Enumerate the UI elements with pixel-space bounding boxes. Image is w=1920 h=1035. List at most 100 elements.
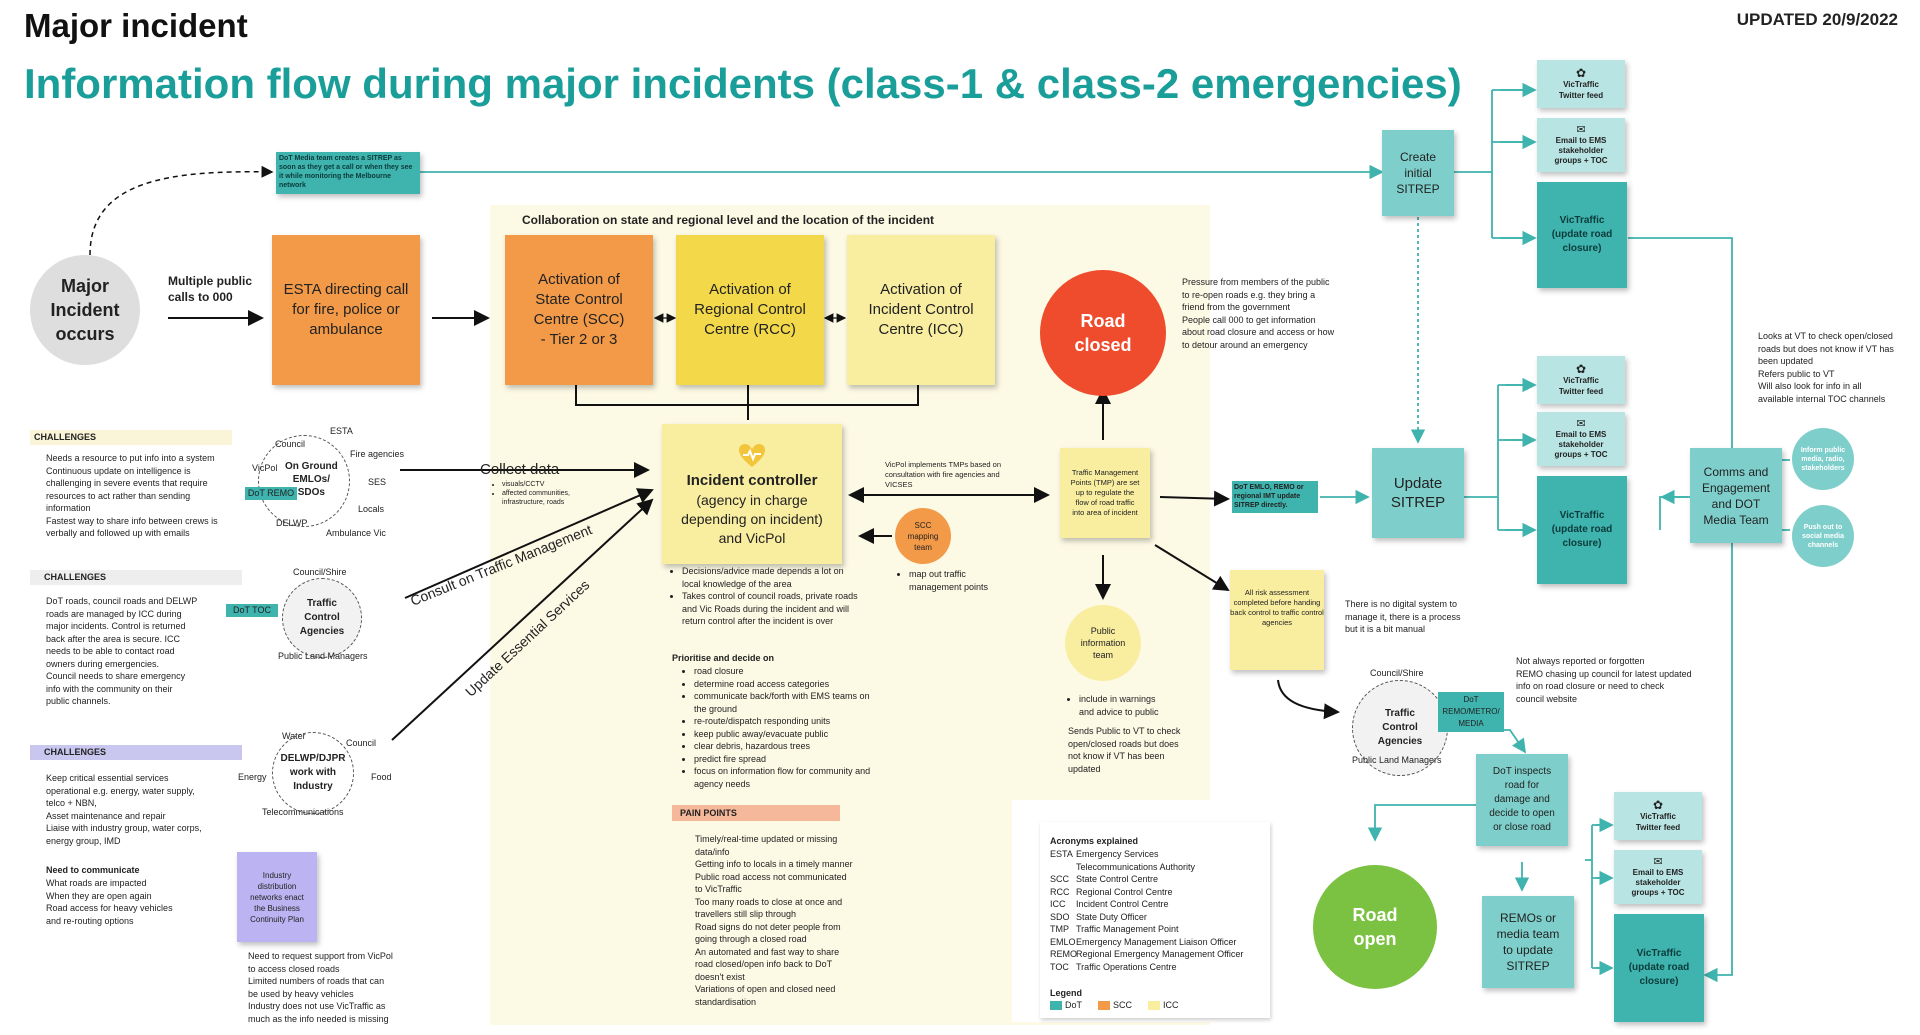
major-incident-node: Major Incident occurs	[30, 255, 140, 365]
ses-label: SES	[368, 477, 387, 487]
delwp-label: DELWP	[276, 518, 308, 528]
create-sitrep-note: Create initial SITREP	[1382, 130, 1454, 216]
legend: DoT SCC ICC	[1050, 1000, 1179, 1011]
rcc-note: Activation of Regional Control Centre (R…	[676, 235, 824, 385]
twitter-icon: ✿	[1575, 362, 1587, 376]
email-icon: ✉	[1576, 123, 1586, 136]
collaboration-title: Collaboration on state and regional leve…	[522, 213, 935, 227]
food-label: Food	[371, 772, 392, 782]
acronyms-title: Acronyms explained	[1050, 836, 1139, 846]
tca2-bottom-label: Public Land Managers	[1352, 755, 1442, 765]
locals-label: Locals	[358, 504, 385, 514]
vicpol-label: VicPol	[252, 463, 278, 473]
vt-update-note-3: VicTraffic (update road closure)	[1614, 914, 1704, 1022]
legend-title: Legend	[1050, 988, 1083, 998]
dot-inspects-note: DoT inspects road for damage and decide …	[1476, 754, 1568, 846]
vicpol-tmp-text: VicPol implements TMPs based on consulta…	[885, 460, 1002, 489]
no-digital-text: There is no digital system to manage it,…	[1345, 599, 1461, 634]
collect-data-label: Collect data	[480, 461, 560, 478]
prioritise-list: road closure determine road access categ…	[680, 665, 874, 790]
esta-label: ESTA	[330, 426, 353, 436]
dot-media-note: DoT Media team creates a SITREP as soon …	[276, 152, 420, 194]
vicpol-support-text: Need to request support from VicPol to a…	[248, 951, 393, 1024]
vt-update-note-1: VicTraffic (update road closure)	[1537, 182, 1627, 288]
challenges1-text: Needs a resource to put info into a syst…	[46, 453, 218, 538]
energy-label: Energy	[238, 772, 267, 782]
sends-public-text: Sends Public to VT to check open/closed …	[1068, 726, 1181, 774]
page-subtitle: Information flow during major incidents …	[24, 60, 1462, 107]
ambulance-label: Ambulance Vic	[326, 528, 386, 538]
dot-remo-tag: DoT REMO	[245, 487, 297, 500]
pain-points-title: PAIN POINTS	[672, 805, 840, 821]
fire-agencies-label: Fire agencies	[350, 449, 405, 459]
tmp-note: Traffic Management Points (TMP) are set …	[1060, 448, 1150, 538]
need-text: What roads are impacted When they are op…	[46, 878, 173, 926]
acronym-box	[1040, 822, 1270, 1018]
email-icon: ✉	[1653, 855, 1663, 868]
delwp-circle: DELWP/DJPR work with Industry	[272, 732, 354, 814]
onground-label: On Ground EMLOs/ SDOs	[285, 461, 338, 498]
comms-note: Comms and Engagement and DOT Media Team	[1690, 448, 1782, 543]
challenges2-text: DoT roads, council roads and DELWP roads…	[46, 596, 198, 706]
email-icon: ✉	[1576, 417, 1586, 430]
looks-at-vt-text: Looks at VT to check open/closed roads b…	[1758, 331, 1894, 404]
legend-icc: ICC	[1148, 1000, 1179, 1011]
public-info-list: include in warnings and advice to public	[1065, 693, 1219, 718]
page-title: Major incident	[24, 7, 248, 44]
industry-note: Industry distribution networks enact the…	[237, 852, 317, 942]
tca2-top-label: Council/Shire	[1370, 668, 1424, 678]
pain-points-text: Timely/real-time updated or missing data…	[695, 834, 853, 1007]
telecom-label: Telecommunications	[262, 807, 344, 817]
esta-note: ESTA directing call for fire, police or …	[272, 235, 420, 385]
twitter-note-3: ✿ VicTraffic Twitter feed	[1614, 792, 1702, 840]
risk-note: All risk assessment completed before han…	[1230, 570, 1324, 670]
decisions-list: Decisions/advice made depends a lot on l…	[668, 565, 862, 628]
twitter-icon: ✿	[1652, 798, 1664, 812]
push-out-node: Push out to social media channels	[1792, 505, 1854, 567]
updated-date: UPDATED 20/9/2022	[1736, 10, 1898, 29]
challenges2-title: CHALLENGES	[30, 570, 242, 585]
vt-update-note-2: VicTraffic (update road closure)	[1537, 476, 1627, 584]
tca-circle: Traffic Control Agencies	[282, 578, 362, 658]
not-always-text: Not always reported or forgotten REMO ch…	[1516, 656, 1692, 704]
dot-emlo-tag: DoT EMLO, REMO or regional IMT update SI…	[1232, 481, 1318, 513]
twitter-icon: ✿	[1575, 66, 1587, 80]
public-info-node: Public information team	[1065, 605, 1141, 681]
prioritise-title: Prioritise and decide on	[672, 653, 775, 663]
water-label: Water	[282, 731, 306, 741]
dot-toc-tag: DoT TOC	[226, 604, 278, 617]
map-out-list: map out traffic management points	[895, 568, 999, 593]
challenges1-title: CHALLENGES	[30, 430, 232, 445]
icc-note: Activation of Incident Control Centre (I…	[847, 235, 995, 385]
inform-public-node: Inform public media, radio, stakeholders	[1792, 428, 1854, 490]
legend-scc: SCC	[1098, 1000, 1132, 1011]
twitter-note-1: ✿ VicTraffic Twitter feed	[1537, 60, 1625, 108]
need-title: Need to communicate	[46, 865, 140, 875]
pressure-text: Pressure from members of the public to r…	[1182, 277, 1335, 350]
incident-controller-note: Incident controller (agency in charge de…	[662, 424, 842, 564]
challenges3-title: CHALLENGES	[30, 745, 242, 760]
scc-mapping-node: SCC mapping team	[895, 508, 951, 564]
email-note-3: ✉ Email to EMS stakeholder groups + TOC	[1614, 850, 1702, 904]
remos-media-note: REMOs or media team to update SITREP	[1482, 896, 1574, 988]
dot-remo-tag-2: DoT REMO/METRO/ MEDIA	[1438, 692, 1504, 732]
scc-note: Activation of State Control Centre (SCC)…	[505, 235, 653, 385]
council2-label: Council	[346, 738, 377, 748]
email-note-1: ✉ Email to EMS stakeholder groups + TOC	[1537, 118, 1625, 172]
tca2-circle: Traffic Control Agencies	[1352, 680, 1448, 776]
multiple-calls-label: Multiple public calls to 000	[168, 274, 252, 304]
council-label: Council	[275, 439, 306, 449]
legend-dot: DoT	[1050, 1000, 1082, 1011]
road-open-node: Road open	[1313, 865, 1437, 989]
heartbeat-icon	[737, 441, 767, 471]
email-note-2: ✉ Email to EMS stakeholder groups + TOC	[1537, 412, 1625, 466]
collect-data-list: visuals/CCTV affected communities, infra…	[488, 480, 612, 507]
road-closed-node: Road closed	[1040, 270, 1166, 396]
twitter-note-2: ✿ VicTraffic Twitter feed	[1537, 356, 1625, 404]
update-sitrep-note: Update SITREP	[1372, 448, 1464, 538]
onground-circle	[258, 435, 350, 527]
challenges3-text: Keep critical essential services operati…	[46, 773, 202, 846]
tca-top-label: Council/Shire	[293, 567, 347, 577]
tca-bottom-label: Public Land Managers	[278, 651, 368, 661]
